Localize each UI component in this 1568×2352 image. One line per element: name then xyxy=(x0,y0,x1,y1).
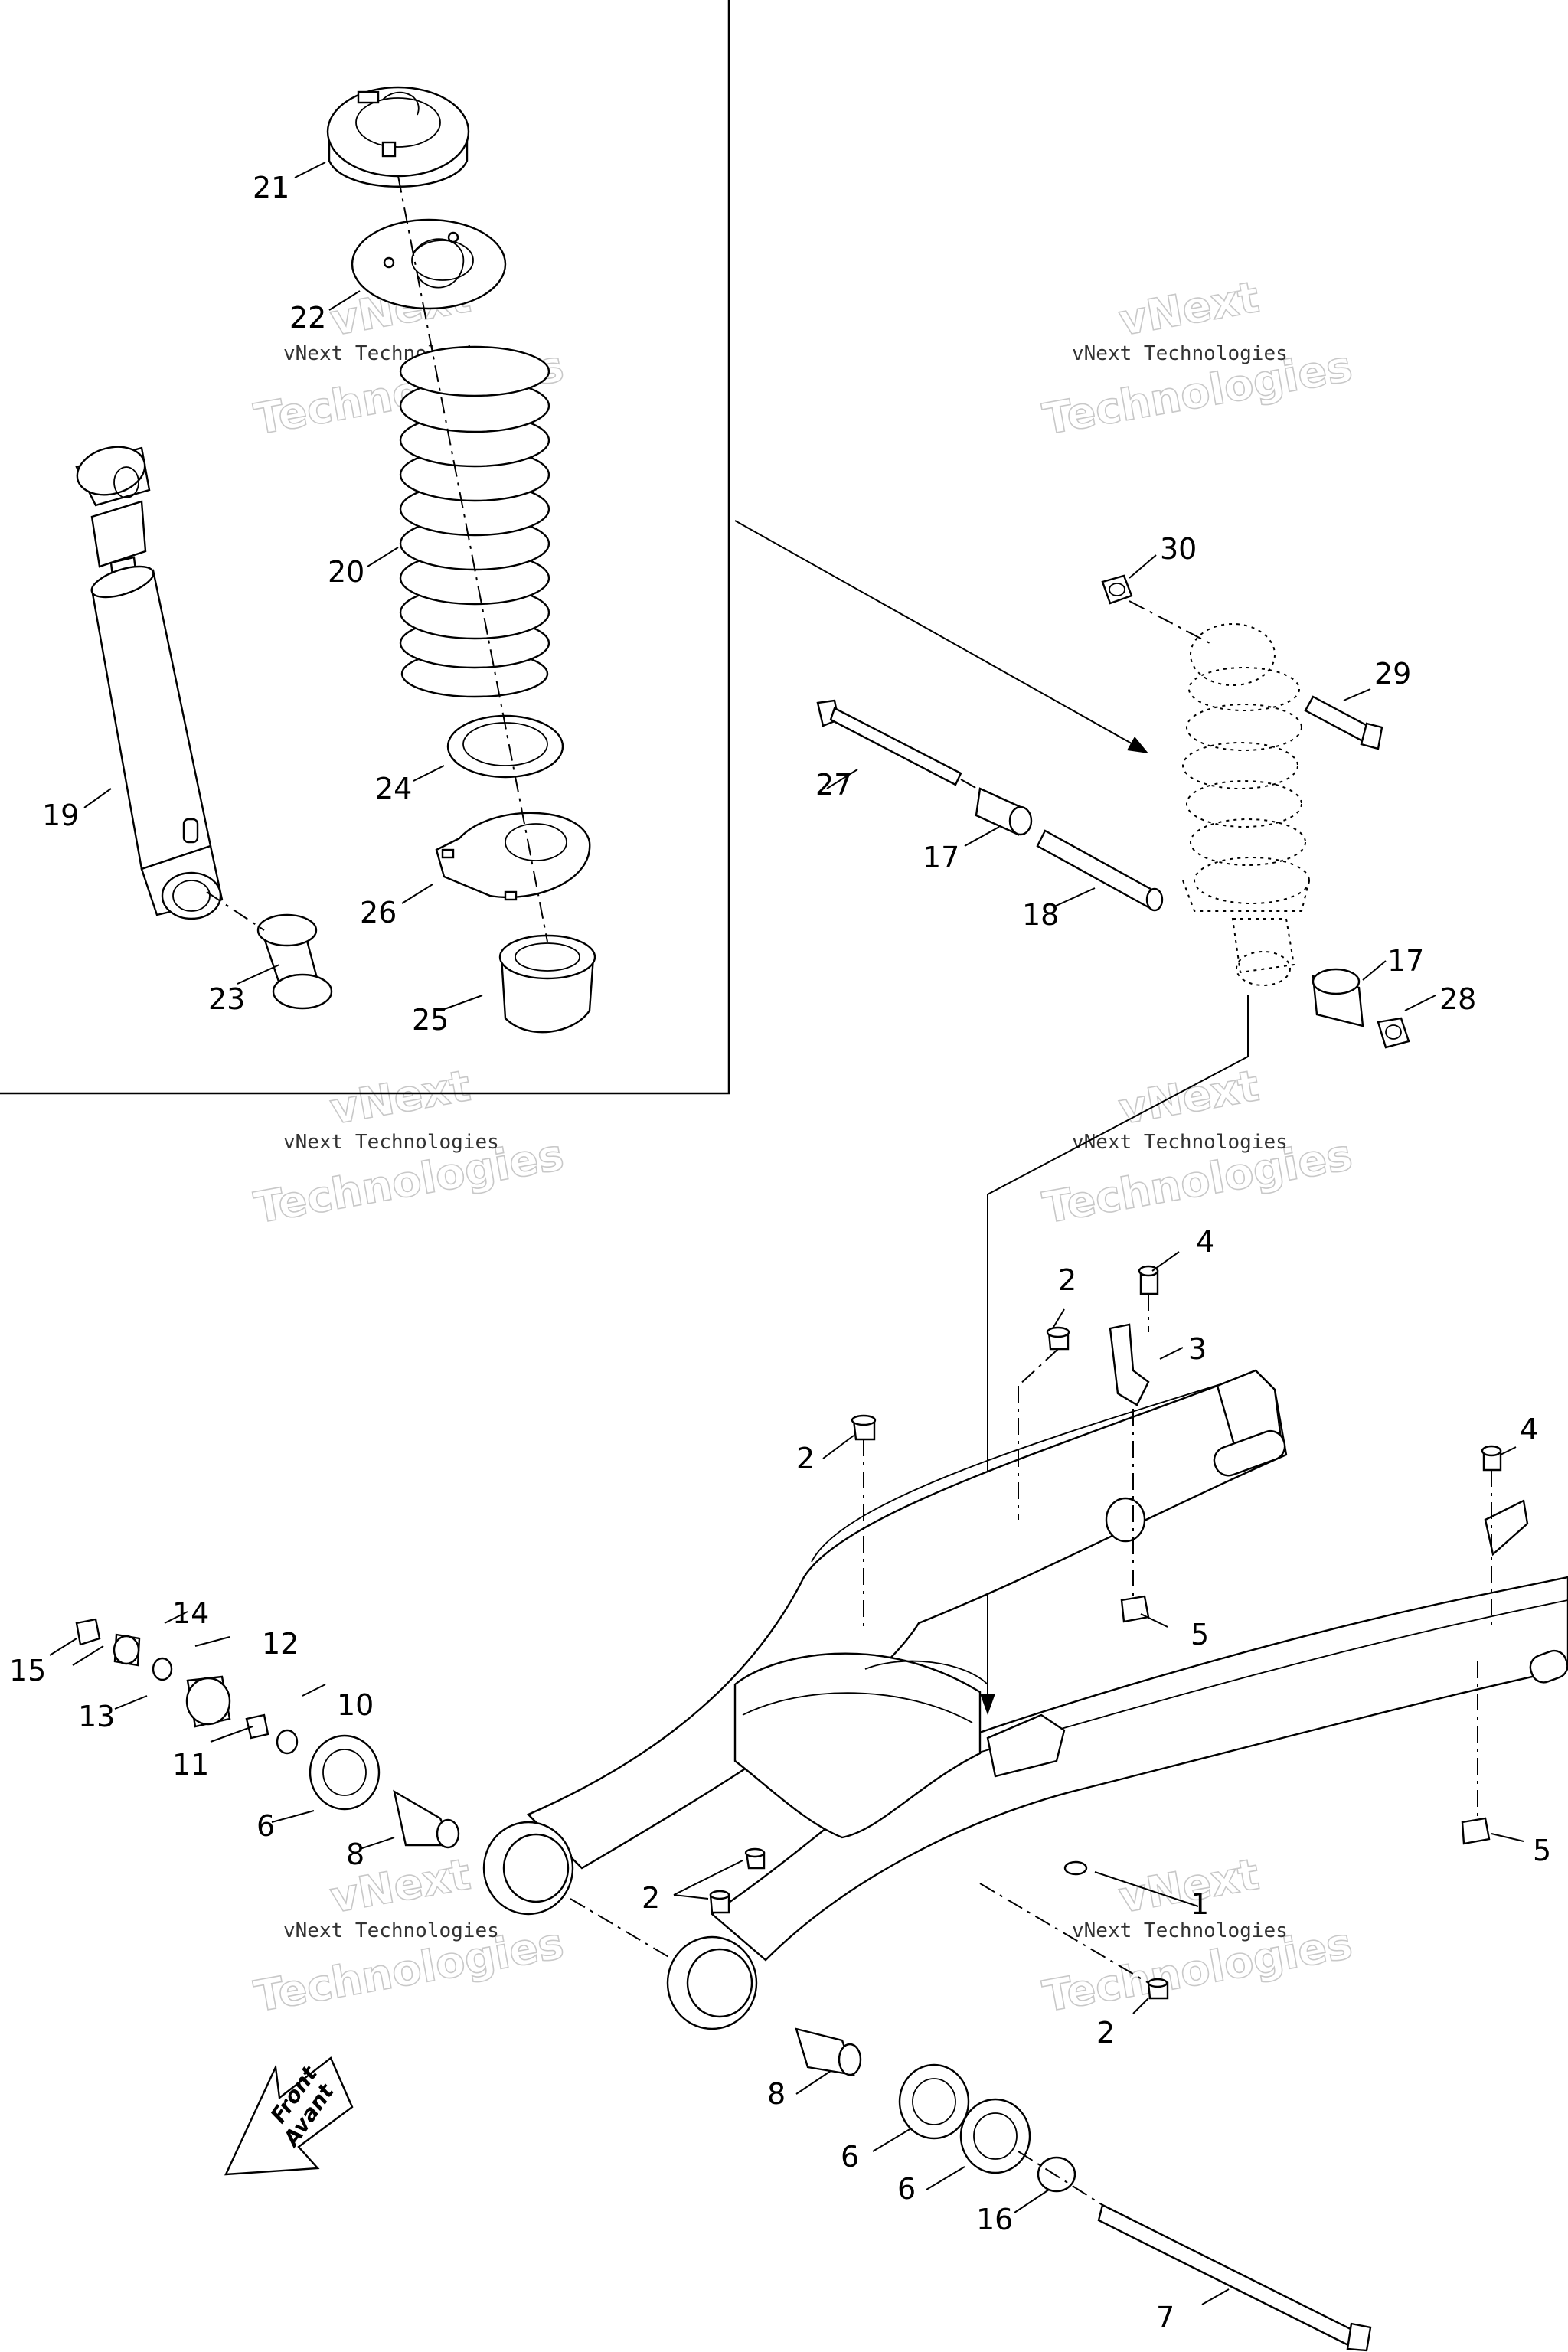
hardware-nut-5 xyxy=(1461,1817,1491,1845)
svg-text:vNext Technologies: vNext Technologies xyxy=(1072,1131,1288,1154)
detail-pointer-arrowhead xyxy=(1127,737,1148,753)
callout-10: 10 xyxy=(337,1688,374,1722)
callout-2: 2 xyxy=(642,1881,660,1915)
center-line xyxy=(1129,600,1210,644)
pivot-hardware-left xyxy=(75,1618,460,1849)
center-line xyxy=(1018,2151,1103,2206)
nut-part-28 xyxy=(1377,1017,1410,1049)
callout-22: 22 xyxy=(289,301,326,335)
hardware-bushing-2 xyxy=(744,1847,766,1870)
hardware-bushing-2 xyxy=(709,1890,730,1914)
hardware-bushing-2 xyxy=(851,1414,877,1441)
watermark: vNext Technologies vNext Technologies xyxy=(250,1060,568,1234)
pivot-hardware-right xyxy=(795,2027,1372,2352)
callout-17: 17 xyxy=(1387,944,1424,978)
callout-11: 11 xyxy=(172,1748,209,1782)
callout-27: 27 xyxy=(815,768,852,802)
callout-3: 3 xyxy=(1188,1332,1207,1366)
callout-4: 4 xyxy=(1520,1413,1538,1446)
callout-18: 18 xyxy=(1022,898,1059,932)
center-line xyxy=(1018,1348,1059,1387)
callout-26: 26 xyxy=(360,896,397,929)
callout-2: 2 xyxy=(1096,2016,1115,2050)
callout-25: 25 xyxy=(412,1003,449,1037)
front-direction-arrow: Front Avant xyxy=(224,2056,354,2176)
callout-8: 8 xyxy=(767,2077,786,2111)
hardware-bracket-4 xyxy=(1484,1499,1529,1557)
nut-part-30 xyxy=(1101,574,1133,605)
adjuster-plate-part xyxy=(435,812,591,901)
svg-text:vNext: vNext xyxy=(1116,273,1263,346)
callout-19: 19 xyxy=(42,799,79,832)
callout-15: 15 xyxy=(9,1654,46,1687)
svg-text:vNext Technologies: vNext Technologies xyxy=(283,1131,499,1154)
hardware-bushing-2 xyxy=(1147,1978,1169,2000)
center-line xyxy=(570,1898,675,1961)
svg-text:vNext Technologies: vNext Technologies xyxy=(1072,1919,1288,1942)
watermark: vNext Technologies vNext Technologies xyxy=(1039,272,1357,446)
callout-17: 17 xyxy=(923,841,959,874)
callout-29: 29 xyxy=(1374,657,1411,691)
svg-text:vNext: vNext xyxy=(1116,1061,1263,1135)
hardware-screw-4 xyxy=(1138,1265,1159,1295)
installed-shock-ghost xyxy=(1182,623,1310,986)
callout-4: 4 xyxy=(1196,1225,1214,1259)
center-line xyxy=(960,779,985,793)
svg-text:vNext: vNext xyxy=(327,1061,475,1135)
callout-30: 30 xyxy=(1160,532,1197,566)
lock-nut-part xyxy=(498,934,596,1034)
callout-6: 6 xyxy=(256,1809,275,1843)
callout-5: 5 xyxy=(1533,1834,1551,1867)
callout-6: 6 xyxy=(841,2140,859,2174)
callouts: 21 22 20 19 24 23 26 25 30 29 27 17 18 1… xyxy=(9,171,1551,2334)
detail-pointer-line xyxy=(734,520,1138,747)
callout-2: 2 xyxy=(1058,1263,1076,1297)
callout-leaders xyxy=(49,162,1524,2305)
callout-2: 2 xyxy=(796,1442,815,1475)
swingarm-part xyxy=(482,1369,1568,2030)
svg-text:vNext Technologies: vNext Technologies xyxy=(1072,342,1288,365)
callout-28: 28 xyxy=(1439,982,1476,1016)
callout-20: 20 xyxy=(328,555,364,589)
callout-24: 24 xyxy=(375,772,412,805)
coil-spring-part xyxy=(399,345,550,698)
routing-arrowhead xyxy=(980,1694,995,1715)
callout-13: 13 xyxy=(78,1700,115,1733)
center-line xyxy=(206,891,265,931)
pivot-boss xyxy=(1063,1860,1088,1876)
watermark: vNext Technologies vNext Technologies xyxy=(1039,1849,1357,2023)
long-bolt-part-27 xyxy=(816,699,962,786)
bushing-part xyxy=(256,913,333,1010)
bushing-part-17b xyxy=(1312,968,1364,1027)
callout-14: 14 xyxy=(172,1596,209,1630)
pivot-boss xyxy=(1105,1497,1146,1543)
hardware-bracket-3 xyxy=(1109,1323,1150,1406)
bushing-part-17 xyxy=(975,787,1033,836)
hardware-bushing-2 xyxy=(1046,1326,1070,1351)
center-line xyxy=(979,1883,1149,1984)
bolt-part-29 xyxy=(1304,695,1383,750)
callout-8: 8 xyxy=(346,1838,364,1871)
spring-seat-part xyxy=(351,218,507,310)
sleeve-part-18 xyxy=(1036,829,1164,912)
center-line xyxy=(397,175,548,942)
shock-absorber-part xyxy=(75,446,224,920)
hardware-nut-5 xyxy=(1120,1595,1150,1623)
shock-mount-routing-line xyxy=(987,995,1249,1700)
callout-21: 21 xyxy=(253,171,289,204)
callout-7: 7 xyxy=(1156,2301,1174,2334)
hardware-screw-4 xyxy=(1481,1445,1502,1472)
spacer-ring-part xyxy=(446,714,564,779)
callout-16: 16 xyxy=(976,2203,1013,2236)
watermark: vNext Technologies vNext Technologies xyxy=(1039,1060,1357,1234)
callout-12: 12 xyxy=(262,1627,299,1661)
svg-text:vNext Technologies: vNext Technologies xyxy=(283,1919,499,1942)
callout-5: 5 xyxy=(1191,1618,1209,1651)
callout-1: 1 xyxy=(1191,1887,1209,1921)
callout-23: 23 xyxy=(208,982,245,1016)
spring-cap-part xyxy=(326,86,470,188)
callout-6: 6 xyxy=(897,2172,916,2206)
detail-inset-frame xyxy=(0,0,730,1095)
